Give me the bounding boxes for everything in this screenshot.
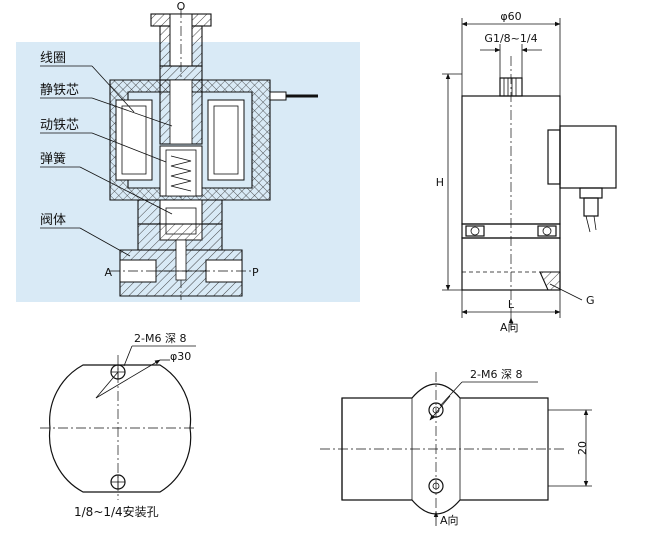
- right-direction-arrow: A向: [433, 511, 459, 527]
- bottom-caption: 1/8~1/4安装孔: [74, 504, 159, 519]
- dim-thread-label: G1/8~1/4: [484, 32, 537, 45]
- right-view: 2-M6 深 8 20 A向: [320, 368, 592, 527]
- label-g-text: G: [586, 294, 595, 307]
- callout-spring-label: 弹簧: [40, 151, 66, 167]
- coil-housing: [109, 79, 318, 201]
- right-hole-top: [428, 402, 444, 418]
- callout-valve-body: 阀体: [40, 213, 131, 257]
- dim-length: L: [461, 290, 561, 318]
- valve-body-section: [110, 223, 252, 297]
- bottom-hole-note: 2-M6 深 8: [123, 332, 196, 367]
- port-label-left: A: [104, 266, 112, 279]
- callout-moving-core-label: 动铁芯: [40, 118, 79, 133]
- core-tube: [159, 65, 203, 81]
- dim-length-label: L: [508, 298, 515, 311]
- section-view: O A P 线圈 静铁芯 动铁芯 弹簧 阀体: [16, 0, 360, 302]
- dim-outer-diameter: φ60: [461, 10, 561, 96]
- bottom-circle-dim: φ30: [160, 350, 191, 363]
- callout-coil-label: 线圈: [40, 51, 66, 66]
- side-top-stem: [499, 77, 523, 97]
- port-label-top: O: [177, 0, 186, 13]
- right-direction-label: A向: [440, 513, 459, 527]
- dim-height: H: [436, 73, 462, 291]
- callout-valve-body-label: 阀体: [40, 213, 66, 228]
- direction-label: A向: [500, 320, 519, 334]
- side-view: φ60 G1/8~1/4 H L G A向: [436, 10, 617, 334]
- right-spacing-label: 20: [576, 441, 589, 455]
- dim-height-label: H: [436, 176, 444, 189]
- right-hole-note-label: 2-M6 深 8: [470, 368, 522, 381]
- callout-coil: 线圈: [40, 51, 135, 113]
- label-g: G: [549, 283, 595, 307]
- bottom-hole-note-label: 2-M6 深 8: [134, 332, 186, 345]
- right-spacing-dim: 20: [548, 409, 592, 487]
- callout-static-core-label: 静铁芯: [40, 83, 79, 98]
- right-hole-bottom: [428, 478, 444, 494]
- side-valve-body: [461, 237, 561, 291]
- callout-static-core: 静铁芯: [40, 83, 173, 127]
- callout-spring: 弹簧: [40, 151, 173, 215]
- bottom-view: 2-M6 深 8 φ30 1/8~1/4安装孔: [40, 332, 196, 519]
- dim-outer-diameter-label: φ60: [500, 10, 521, 23]
- bottom-outline: [48, 364, 192, 493]
- bottom-circle-dim-label: φ30: [170, 350, 191, 363]
- dim-thread: G1/8~1/4: [480, 32, 542, 78]
- side-connector: [547, 125, 617, 233]
- callout-moving-core: 动铁芯: [40, 118, 167, 163]
- right-hole-note: 2-M6 深 8: [429, 368, 538, 421]
- direction-arrow-a: A向: [500, 317, 519, 334]
- right-outline: [341, 383, 549, 515]
- port-label-right: P: [252, 266, 259, 279]
